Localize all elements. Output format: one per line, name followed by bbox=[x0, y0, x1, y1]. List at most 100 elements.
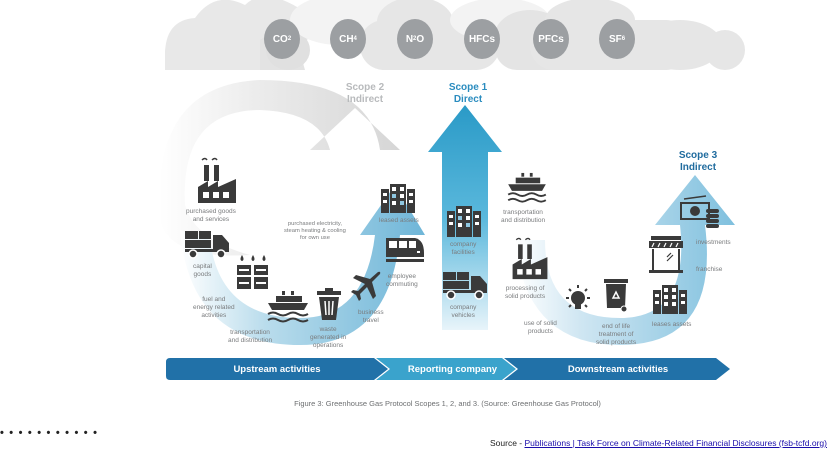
company-truck-icon bbox=[443, 272, 487, 300]
scope1-title-line2: Direct bbox=[453, 94, 483, 105]
label-waste-line1: waste bbox=[319, 326, 337, 333]
upstream-bar-shape bbox=[166, 358, 388, 380]
label-waste-line2: generated in bbox=[310, 334, 347, 341]
label-company-vehicles-line2: vehicles bbox=[451, 312, 475, 319]
label-business-travel-line2: travel bbox=[362, 317, 379, 324]
train-icon bbox=[386, 238, 424, 262]
gas-hfcs: HFCs bbox=[464, 19, 500, 59]
scope2-title-line2: Indirect bbox=[346, 94, 384, 105]
company-building-icon bbox=[447, 206, 481, 237]
processing-factory-icon bbox=[512, 237, 548, 280]
reporting-bar-shape bbox=[376, 358, 516, 380]
gas-sf6-subscript: 6 bbox=[621, 36, 626, 42]
label-transport-upstream-line2: and distribution bbox=[228, 337, 273, 344]
light-bulb-icon bbox=[566, 285, 590, 309]
label-end-of-life-line2: treatment of bbox=[598, 331, 634, 338]
label-franchise: franchise bbox=[696, 266, 722, 274]
gas-n2o-prefix: N bbox=[405, 33, 414, 45]
label-company-vehicles-line1: company bbox=[450, 304, 477, 311]
label-leased-assets-upstream: leased assets bbox=[379, 217, 419, 225]
gas-n2o-label: O bbox=[416, 33, 425, 45]
label-leases-assets-downstream: leases assets bbox=[652, 321, 691, 329]
label-leased-assets-upstream-line1: leased assets bbox=[379, 217, 419, 224]
label-transport-upstream-line1: transportation bbox=[230, 329, 270, 336]
label-use-of-products-line1: use of solid bbox=[524, 320, 557, 327]
office-building-icon bbox=[381, 184, 415, 213]
source-prefix: Source - bbox=[489, 438, 525, 448]
downstream-activities-label: Downstream activities bbox=[567, 363, 669, 375]
label-capital-goods-line1: capital bbox=[193, 263, 212, 270]
factory-icon bbox=[198, 157, 236, 203]
label-processing-line1: processing of bbox=[505, 285, 545, 292]
scope3-title-line1: Scope 3 bbox=[678, 150, 718, 161]
label-company-facilities-line2: facilities bbox=[451, 249, 475, 256]
label-business-travel-line1: business bbox=[358, 309, 384, 316]
source-line: Source - Publications | Task Force on Cl… bbox=[490, 438, 827, 448]
dotted-separator: • • • • • • • • • • • bbox=[0, 427, 99, 439]
label-investments-line1: investments bbox=[696, 239, 731, 246]
downstream-activities-bar: Downstream activities bbox=[518, 358, 718, 380]
gas-pfcs-label: PFCs bbox=[538, 33, 564, 45]
ship-icon bbox=[267, 291, 309, 323]
gas-ch4-subscript: 4 bbox=[353, 36, 357, 42]
source-link[interactable]: Publications | Task Force on Climate-Rel… bbox=[524, 438, 827, 448]
gas-hfcs-label: HFCs bbox=[468, 33, 496, 45]
reporting-company-bar: Reporting company bbox=[390, 358, 515, 380]
storefront-icon bbox=[649, 236, 683, 273]
label-fuel-energy-line1: fuel and bbox=[202, 296, 226, 303]
activity-bars-shapes bbox=[166, 358, 730, 380]
gas-ch4-label: CH bbox=[339, 33, 354, 45]
trash-bin-icon bbox=[317, 288, 341, 320]
label-purchased-electricity: purchased electricity,steam heating & co… bbox=[284, 221, 346, 242]
downstream-bar-shape bbox=[504, 358, 730, 380]
label-fuel-energy-line2: energy related bbox=[193, 304, 235, 311]
label-purchased-electricity-line3: for own use bbox=[299, 235, 330, 241]
label-processing-line2: solid products bbox=[505, 293, 546, 300]
label-purchased-goods-line1: purchased goods bbox=[186, 208, 236, 215]
recycle-bin-icon bbox=[604, 279, 628, 313]
label-transport-downstream-line1: transportation bbox=[503, 209, 543, 216]
label-employee-commuting-line1: employee bbox=[387, 273, 416, 280]
label-purchased-electricity-line1: purchased electricity, bbox=[287, 221, 342, 227]
label-end-of-life-line3: solid products bbox=[596, 339, 637, 346]
figure-caption: Figure 3: Greenhouse Gas Protocol Scopes… bbox=[294, 399, 601, 408]
label-employee-commuting-line2: commuting bbox=[386, 281, 418, 288]
upstream-arrow bbox=[180, 185, 425, 345]
label-investments: investments bbox=[696, 239, 731, 247]
label-transport-downstream-line2: and distribution bbox=[501, 217, 546, 224]
money-coins-icon bbox=[680, 195, 719, 228]
ship-downstream-icon bbox=[507, 172, 547, 203]
label-franchise-line1: franchise bbox=[696, 266, 723, 273]
leased-building-icon bbox=[653, 285, 687, 314]
gas-sf6-label: SF bbox=[608, 33, 622, 45]
label-purchased-goods-line2: and services bbox=[192, 216, 230, 223]
label-fuel-energy-line3: activities bbox=[201, 312, 227, 319]
label-purchased-electricity-line2: steam heating & cooling bbox=[284, 228, 346, 234]
fuel-drums-icon bbox=[237, 255, 268, 289]
upstream-activities-bar: Upstream activities bbox=[166, 358, 388, 380]
label-end-of-life-line1: end of life bbox=[601, 323, 631, 330]
label-waste-line3: operations bbox=[312, 342, 344, 349]
airplane-icon bbox=[351, 271, 381, 301]
gas-pfcs: PFCs bbox=[533, 19, 569, 59]
label-company-facilities-line1: company bbox=[450, 241, 477, 248]
